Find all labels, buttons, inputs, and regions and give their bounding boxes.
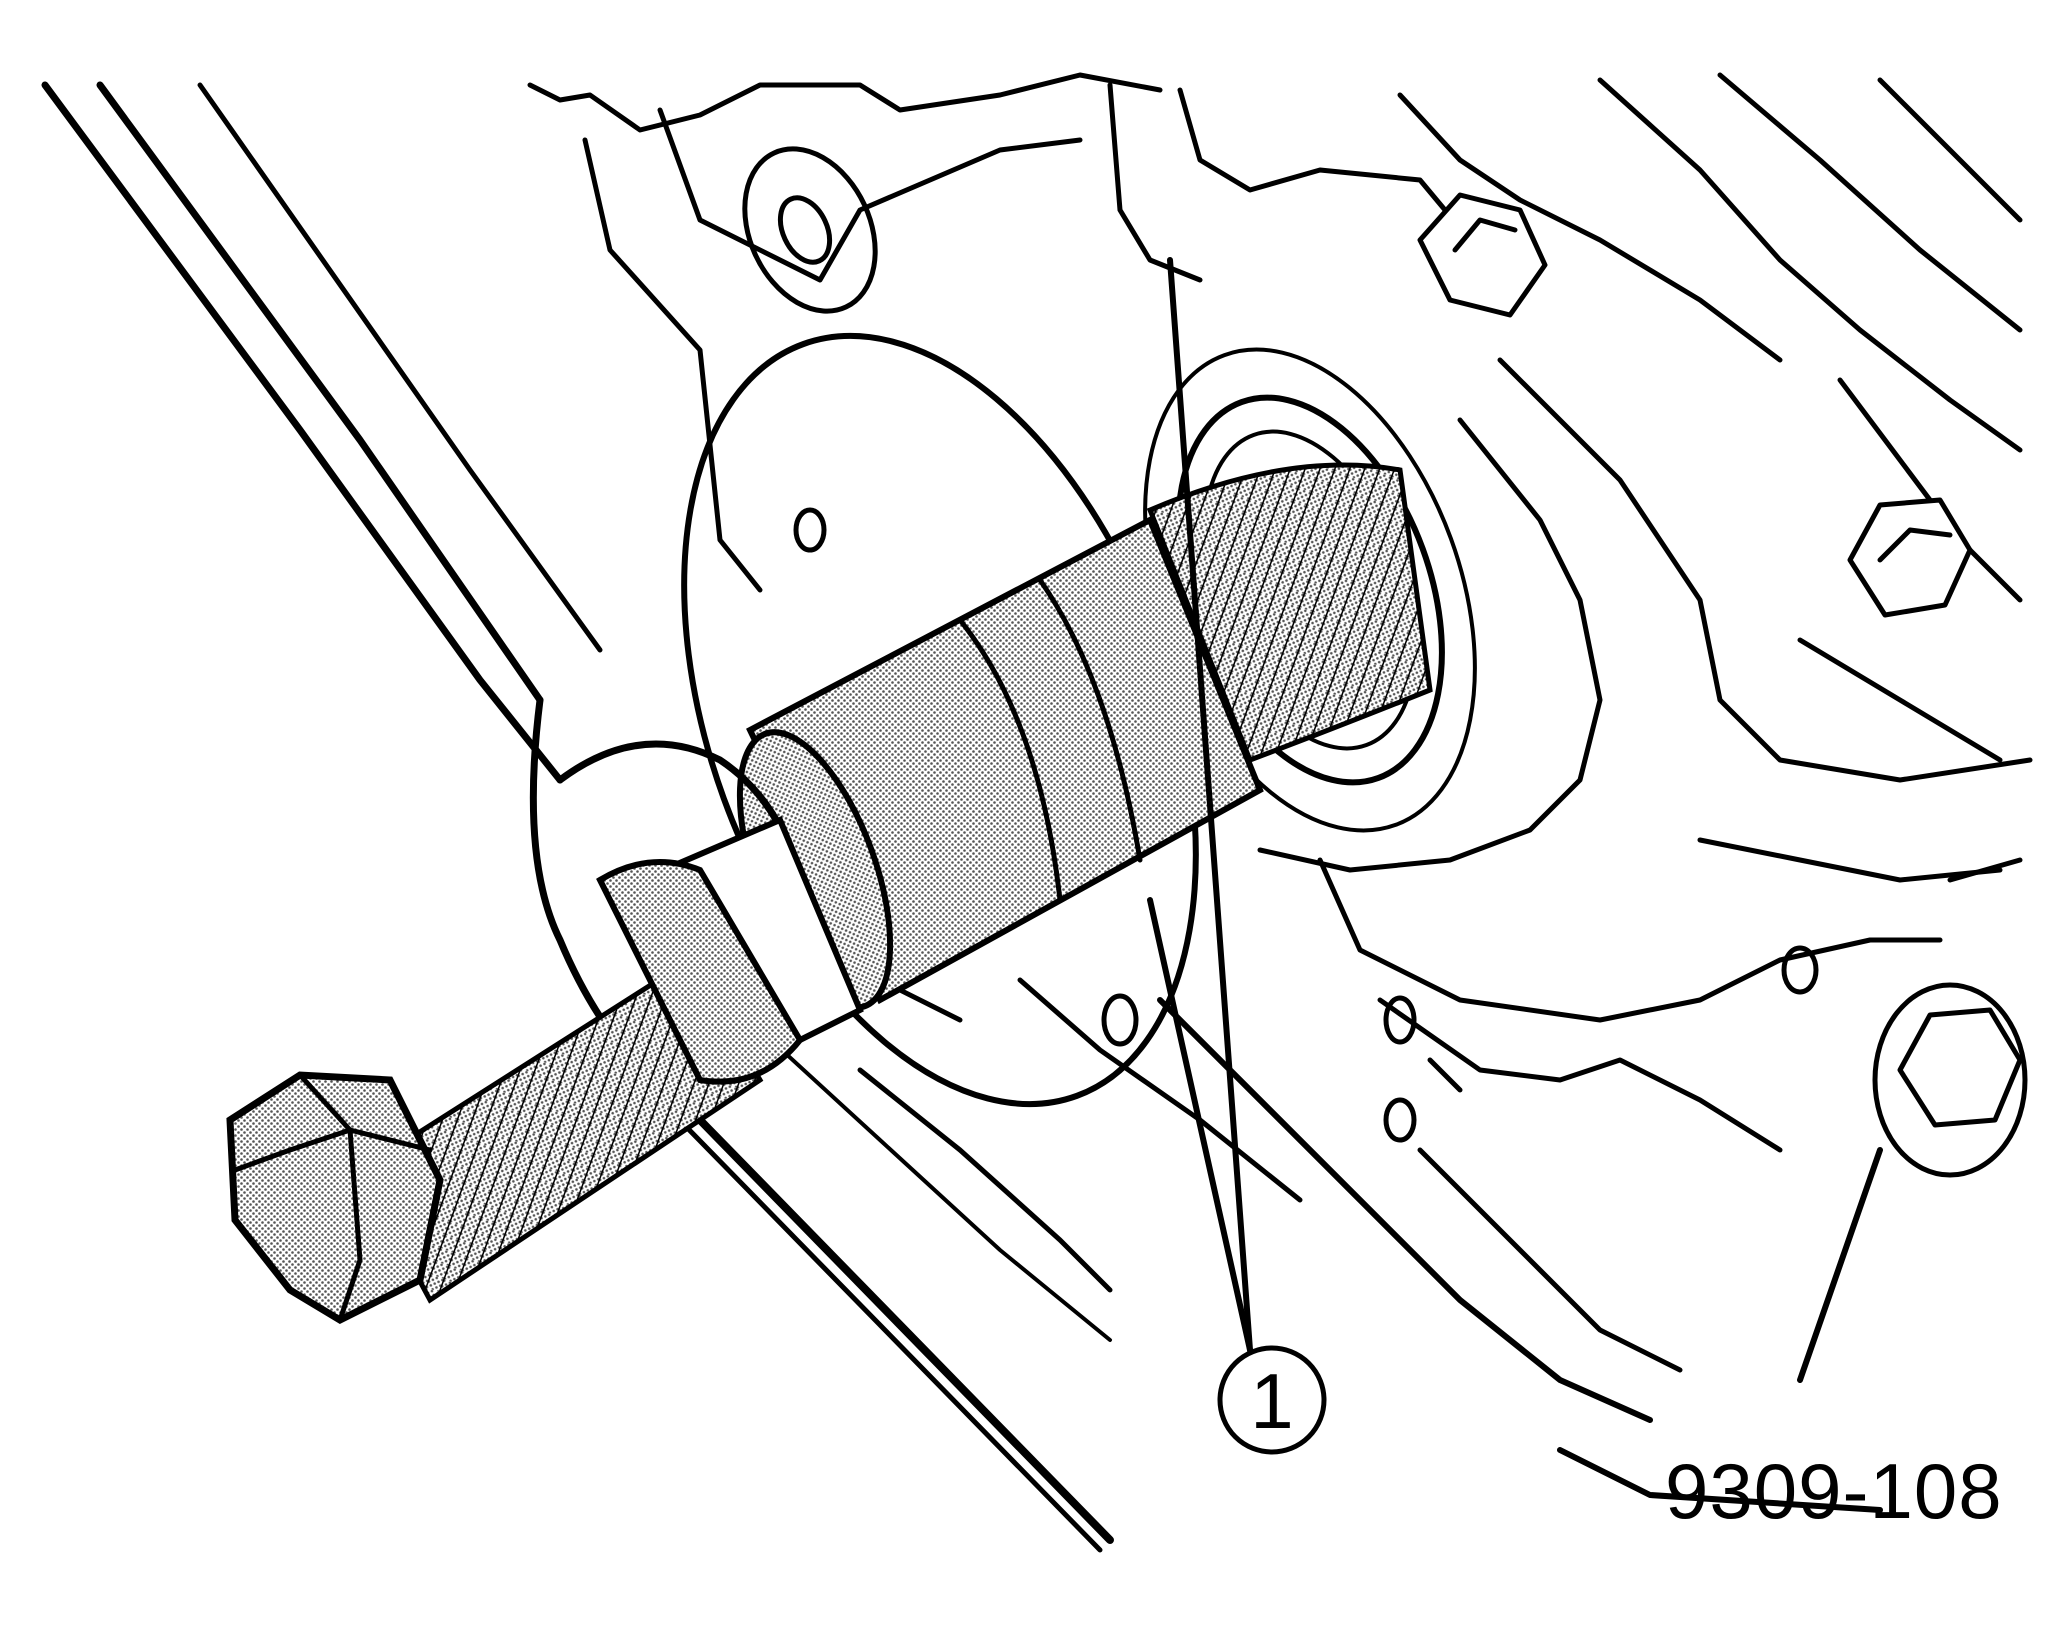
seal-installer-tool	[736, 515, 1264, 1011]
figure-code: 9309-108	[1665, 1447, 2003, 1535]
housing-bolt-upper	[1417, 192, 1548, 318]
bearing-installer-threads	[1146, 462, 1433, 764]
callout-leader-1	[1147, 257, 1253, 1353]
housing-outline	[527, 72, 2033, 1423]
housing-bolt-lower	[1872, 982, 2028, 1178]
callout-1-number: 1	[1250, 1357, 1293, 1445]
callout-1: 1	[1217, 1345, 1327, 1455]
forcing-screw	[356, 816, 864, 1304]
figure-code-leader	[1557, 1147, 1883, 1513]
forcing-screw-hex-head	[226, 1071, 444, 1324]
housing-holes	[742, 146, 1819, 1143]
wrench-handle	[41, 81, 1114, 1553]
housing-bolt-right	[1847, 497, 1973, 618]
